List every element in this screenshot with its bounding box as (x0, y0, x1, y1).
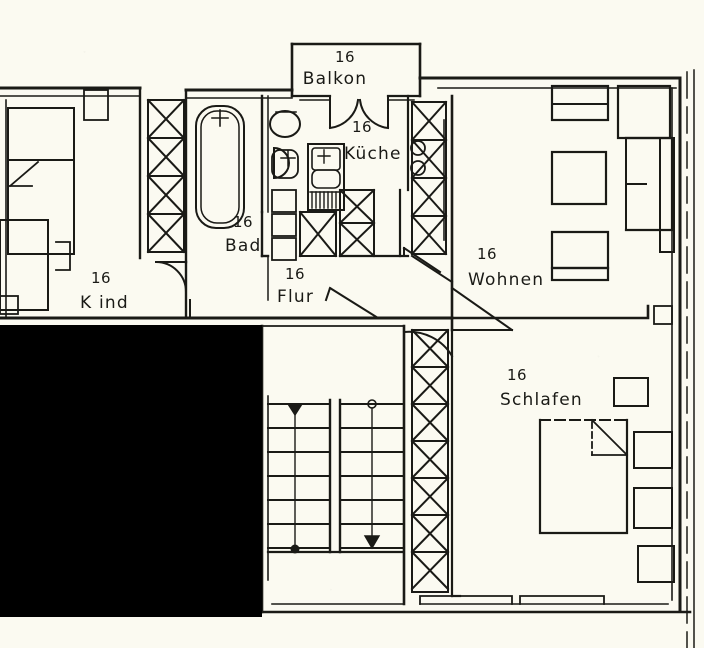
room-name-bad: Bad (225, 236, 261, 256)
triangle-up-icon (286, 403, 304, 417)
wohnen-furniture (450, 84, 675, 325)
door-swings (154, 95, 514, 358)
room-number-flur: 16 (285, 265, 305, 283)
schlafen-furniture (538, 377, 675, 583)
room-number-schlafen: 16 (507, 366, 527, 384)
room-name-flur: Flur (277, 287, 314, 307)
kueche-fixtures (307, 140, 426, 211)
room-name-wohnen: Wohnen (468, 270, 544, 290)
room-number-kind: 16 (91, 269, 111, 287)
room-labels: 16 Balkon 16 Küche 16 Bad 16 K ind 16 Fl… (80, 48, 583, 410)
closet-hatching (146, 98, 450, 593)
redaction-box (0, 325, 262, 617)
room-name-schlafen: Schlafen (500, 390, 583, 410)
bad-fixtures (195, 105, 301, 261)
triangle-down-icon (363, 535, 381, 550)
room-name-kueche: Küche (344, 144, 402, 164)
room-number-balkon: 16 (335, 48, 355, 66)
staircase (266, 398, 404, 554)
room-number-kueche: 16 (352, 118, 372, 136)
windows (419, 595, 605, 605)
kind-furniture (0, 89, 109, 315)
room-name-balkon: Balkon (303, 69, 367, 89)
room-number-wohnen: 16 (477, 245, 497, 263)
room-number-bad: 16 (233, 213, 253, 231)
room-name-kind: K ind (80, 293, 129, 313)
